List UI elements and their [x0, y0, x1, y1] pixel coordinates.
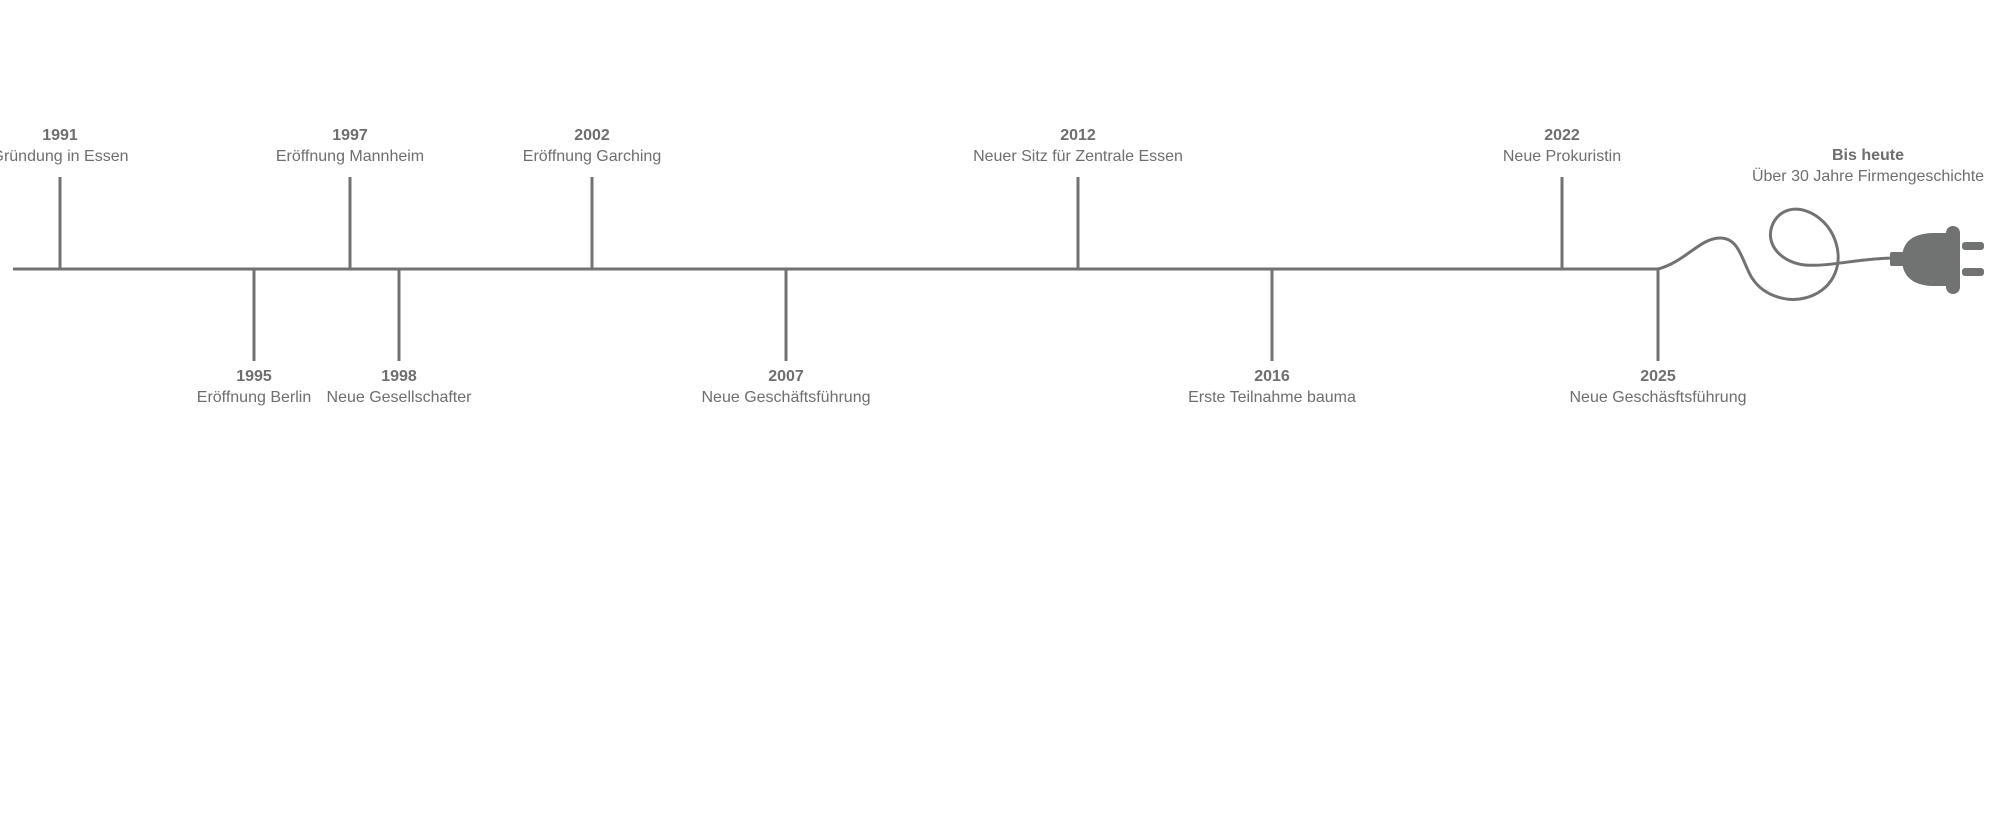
timeline-end: Bis heute Über 30 Jahre Firmengeschichte: [1752, 145, 1984, 187]
event-label: Eröffnung Garching: [522, 148, 662, 165]
event-year: 2012: [1060, 127, 1096, 144]
event-label: Gründung in Essen: [0, 148, 129, 165]
power-plug-icon: [1890, 226, 1984, 294]
cable-icon: [1657, 207, 1896, 301]
event-label: Erste Teilnahme bauma: [1188, 389, 1356, 406]
end-label: Über 30 Jahre Firmengeschichte: [1751, 168, 1985, 185]
event-year: 2016: [1254, 368, 1290, 385]
event-year: 1991: [42, 127, 78, 144]
end-title: Bis heute: [1831, 147, 1905, 164]
event-label: Neue Geschäsftsführung: [1569, 389, 1747, 406]
event-label: Neue Geschäftsführung: [701, 389, 871, 406]
event-label: Neuer Sitz für Zentrale Essen: [973, 148, 1183, 165]
event-year: 2002: [574, 127, 610, 144]
event-year: 2025: [1640, 368, 1676, 385]
event-year: 2007: [768, 368, 804, 385]
event-year: 1997: [332, 127, 368, 144]
event-label: Eröffnung Berlin: [196, 389, 312, 406]
event-label: Neue Gesellschafter: [326, 389, 472, 406]
event-year: 2022: [1544, 127, 1580, 144]
event-year: 1998: [381, 368, 417, 385]
event-label: Neue Prokuristin: [1502, 148, 1622, 165]
event-year: 1995: [236, 368, 272, 385]
event-label: Eröffnung Mannheim: [275, 148, 425, 165]
